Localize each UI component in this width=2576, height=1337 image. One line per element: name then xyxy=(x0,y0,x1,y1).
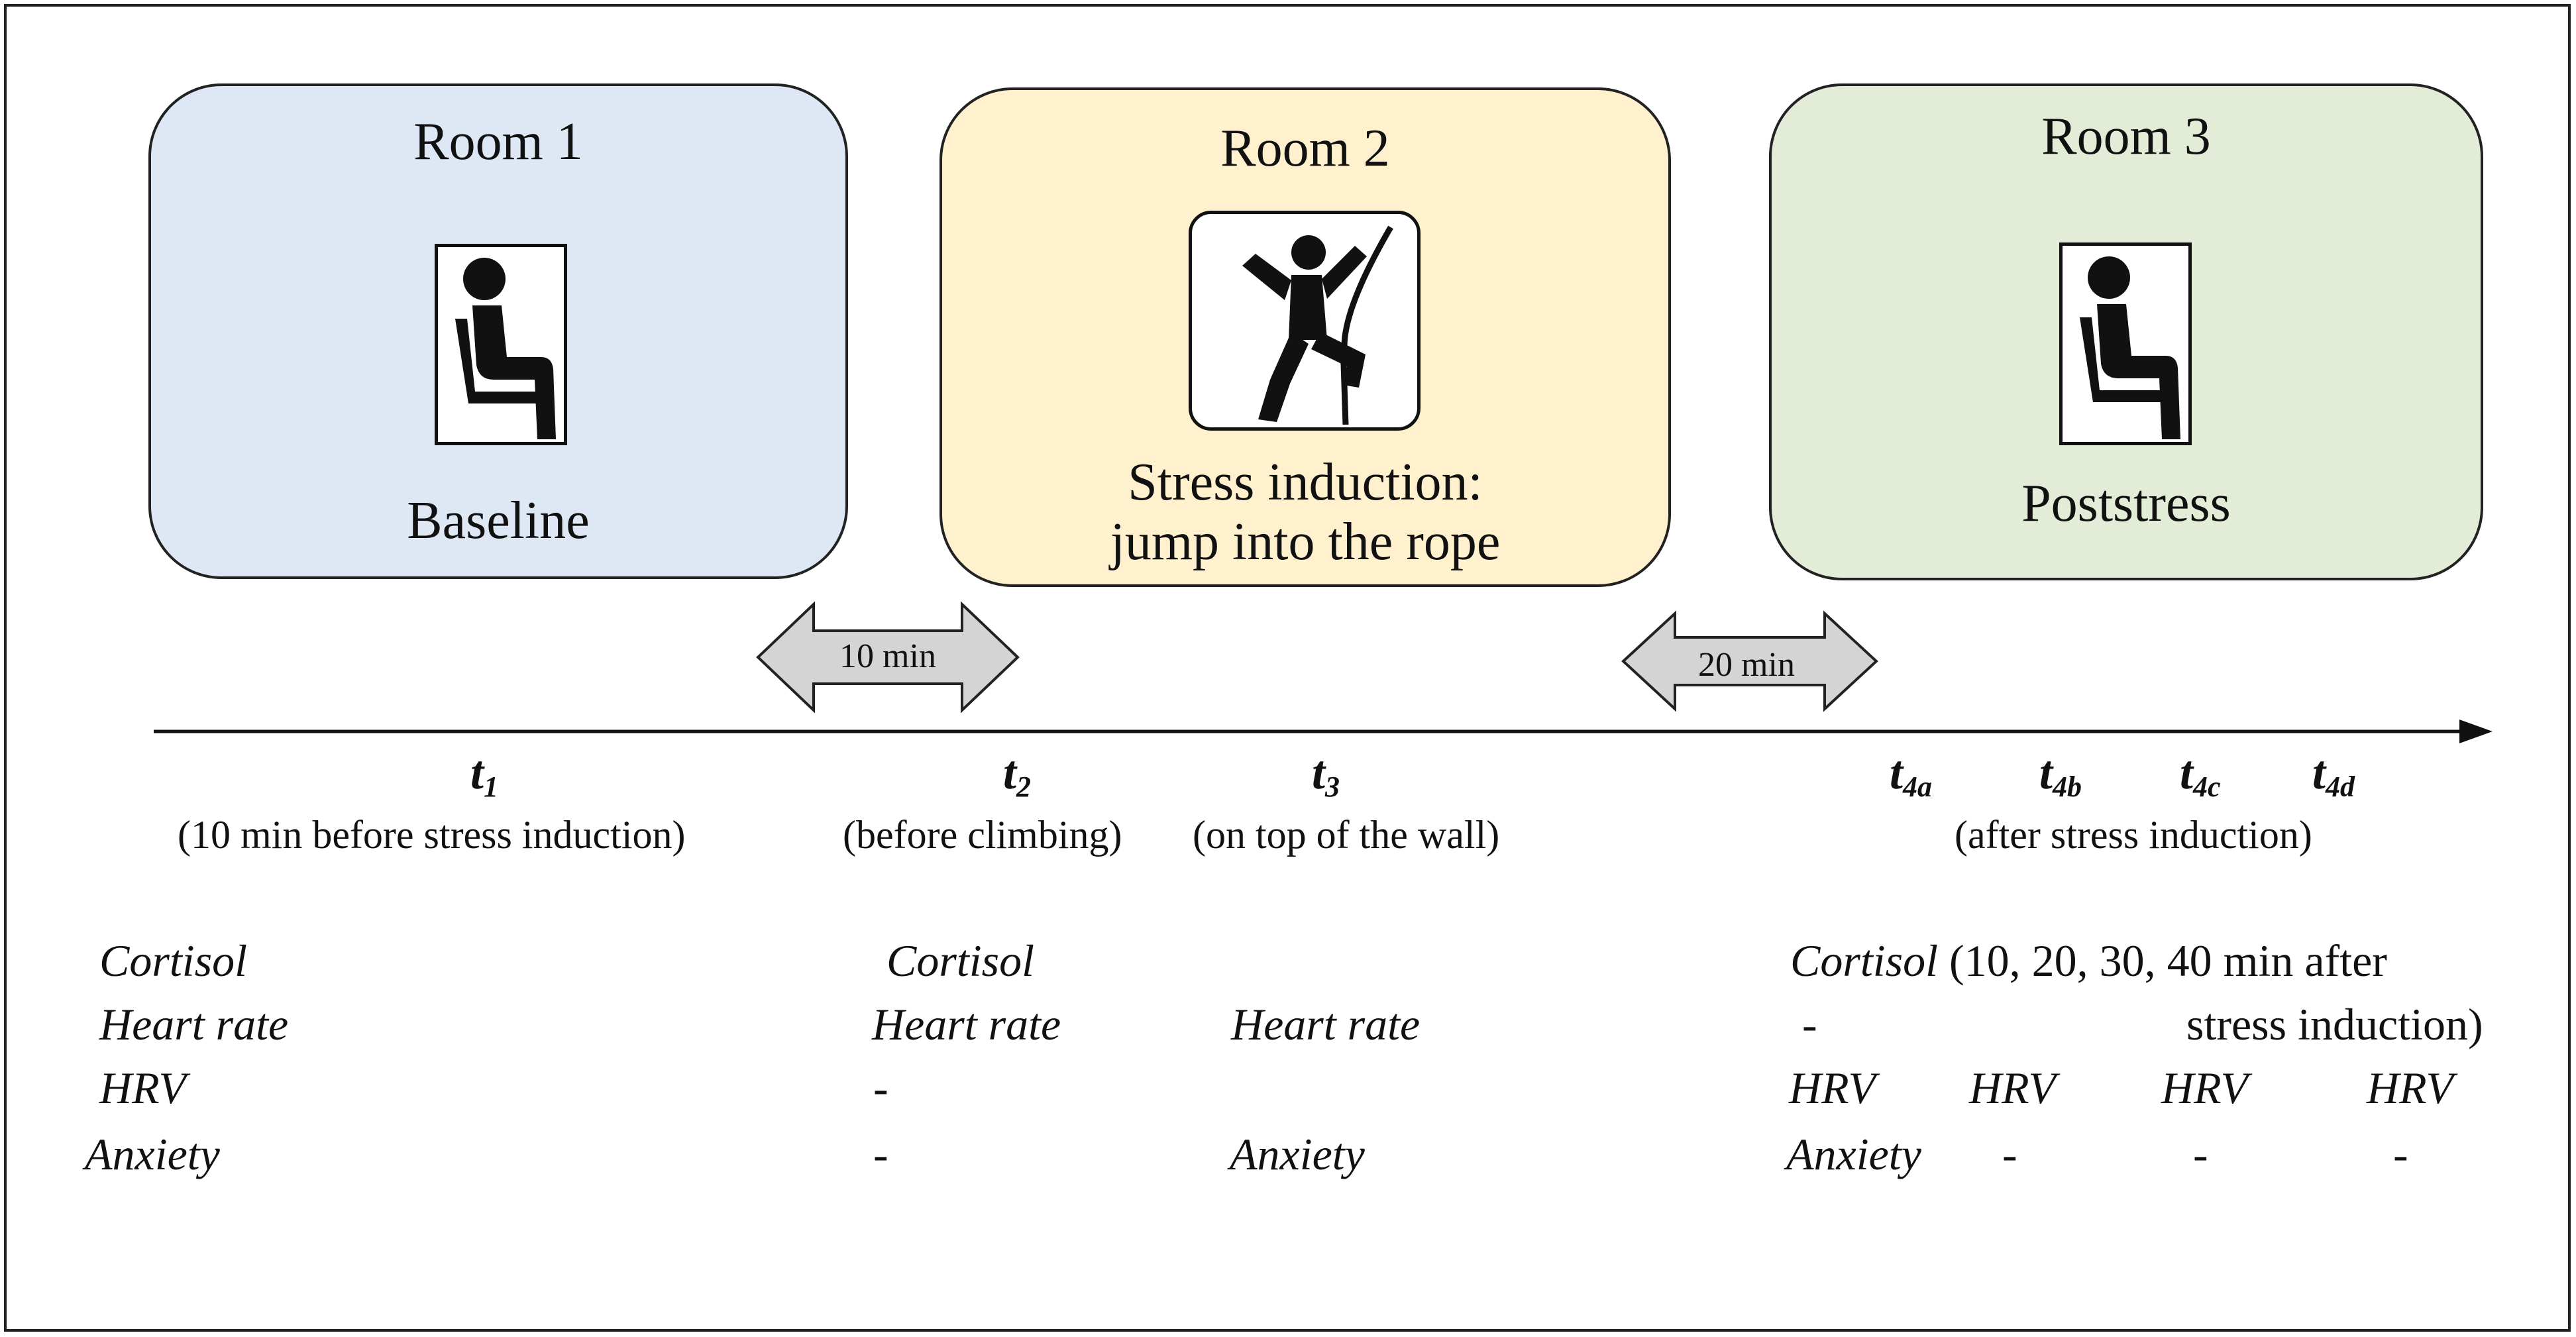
measure-cortisol-t4-name: Cortisol xyxy=(1790,936,1938,986)
timepoint-t4b: t4b xyxy=(2039,746,2082,803)
timepoint-t4d: t4d xyxy=(2312,746,2355,803)
measure-cortisol-t4-note-line1: (10, 20, 30, 40 min after xyxy=(1949,936,2387,986)
room-1-box: Room 1 Baseline xyxy=(148,83,848,579)
measure-anxiety-t2-dash: - xyxy=(873,1129,888,1179)
timepoint-t4-description: (after stress induction) xyxy=(1955,813,2312,857)
measure-heart-rate-t4-dash: - xyxy=(1802,999,1817,1049)
measure-cortisol-t4-note-line2: stress induction) xyxy=(2186,999,2483,1049)
timepoint-t4c: t4c xyxy=(2180,746,2221,803)
measure-anxiety-t3: Anxiety xyxy=(1230,1129,1365,1179)
measure-heart-rate-t1: Heart rate xyxy=(99,999,289,1049)
room-2-label-line1: Stress induction: xyxy=(1128,453,1483,511)
room-2-label: Stress induction: jump into the rope xyxy=(942,453,1668,572)
room-2-title: Room 2 xyxy=(1220,119,1390,178)
measure-hrv-t1: HRV xyxy=(99,1063,186,1113)
measure-hrv-t4c: HRV xyxy=(2161,1063,2248,1113)
climber-icon xyxy=(1189,211,1421,431)
room-2-box: Room 2 Stress induction: jump into the r… xyxy=(939,87,1671,587)
timepoint-t1-description: (10 min before stress induction) xyxy=(178,813,686,857)
measure-anxiety-t1: Anxiety xyxy=(85,1129,220,1179)
measure-cortisol-t2: Cortisol xyxy=(886,936,1034,986)
timepoint-t2: t2 xyxy=(1003,746,1032,803)
measure-hrv-t4d: HRV xyxy=(2367,1063,2453,1113)
figure-frame xyxy=(4,4,2571,1332)
room-1-label: Baseline xyxy=(407,492,590,550)
measure-anxiety-t4a: Anxiety xyxy=(1786,1129,1921,1179)
room-3-title: Room 3 xyxy=(2041,107,2211,166)
interval-20-min-label: 20 min xyxy=(1698,646,1795,684)
measure-hrv-t4b: HRV xyxy=(1969,1063,2056,1113)
double-arrow-icon xyxy=(1621,610,1878,712)
timepoint-t4a: t4a xyxy=(1890,746,1933,803)
measure-cortisol-t1: Cortisol xyxy=(99,936,247,986)
measure-anxiety-t4b-dash: - xyxy=(2002,1129,2017,1179)
measure-anxiety-t4c-dash: - xyxy=(2193,1129,2208,1179)
double-arrow-icon xyxy=(756,601,1020,714)
room-3-label: Poststress xyxy=(2021,474,2231,533)
measure-hrv-t2-dash: - xyxy=(873,1063,888,1113)
timeline-arrow xyxy=(154,720,2493,743)
measure-hrv-t4a: HRV xyxy=(1789,1063,1876,1113)
timepoint-t1: t1 xyxy=(470,746,499,803)
timepoint-t2-description: (before climbing) xyxy=(843,813,1122,857)
measure-heart-rate-t3: Heart rate xyxy=(1231,999,1421,1049)
room-1-title: Room 1 xyxy=(413,113,583,171)
room-2-label-line2: jump into the rope xyxy=(1110,512,1501,571)
measure-cortisol-t4: Cortisol (10, 20, 30, 40 min after xyxy=(1790,938,2387,983)
seated-person-icon xyxy=(2059,242,2192,445)
room-3-box: Room 3 Poststress xyxy=(1769,83,2483,580)
interval-10-min-label: 10 min xyxy=(839,637,936,675)
measure-heart-rate-t2: Heart rate xyxy=(872,999,1061,1049)
timepoint-t3: t3 xyxy=(1312,746,1340,803)
seated-person-icon xyxy=(435,244,567,445)
measure-anxiety-t4d-dash: - xyxy=(2393,1129,2408,1179)
timepoint-t3-description: (on top of the wall) xyxy=(1193,813,1500,857)
